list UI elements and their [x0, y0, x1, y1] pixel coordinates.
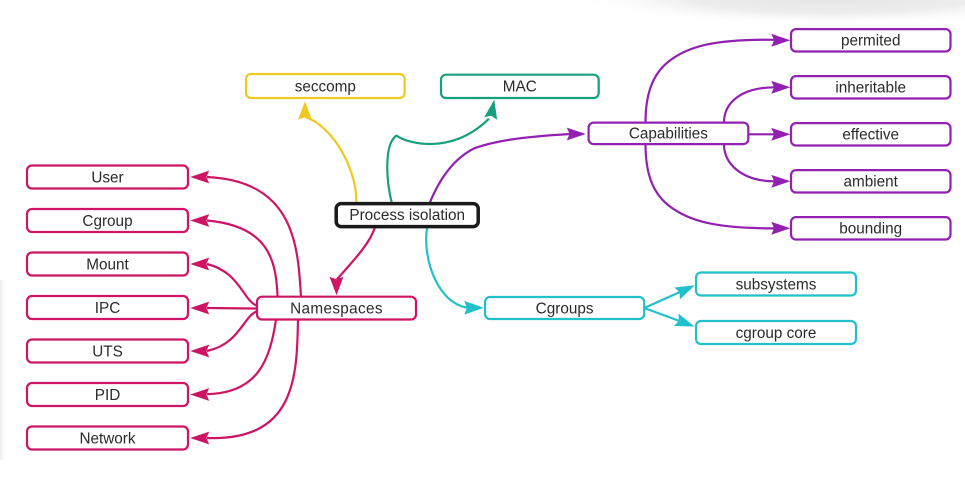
svg-text:ambient: ambient	[843, 174, 898, 191]
svg-text:effective: effective	[842, 127, 899, 144]
svg-text:Mount: Mount	[86, 256, 129, 273]
svg-text:UTS: UTS	[92, 343, 123, 360]
svg-text:Network: Network	[79, 430, 135, 447]
svg-text:bounding: bounding	[839, 221, 902, 238]
svg-text:permited: permited	[841, 33, 901, 50]
svg-text:IPC: IPC	[95, 300, 121, 317]
svg-text:Process isolation: Process isolation	[349, 207, 465, 224]
svg-text:MAC: MAC	[503, 79, 537, 96]
svg-text:Cgroup: Cgroup	[82, 213, 132, 230]
svg-text:inheritable: inheritable	[835, 80, 906, 97]
svg-text:Cgroups: Cgroups	[536, 300, 594, 317]
svg-text:cgroup core: cgroup core	[736, 325, 817, 342]
svg-text:Namespaces: Namespaces	[290, 300, 383, 317]
svg-text:User: User	[91, 169, 123, 186]
svg-text:PID: PID	[95, 387, 121, 404]
svg-text:subsystems: subsystems	[736, 276, 817, 293]
svg-text:seccomp: seccomp	[295, 78, 356, 95]
svg-text:Capabilities: Capabilities	[629, 126, 708, 143]
